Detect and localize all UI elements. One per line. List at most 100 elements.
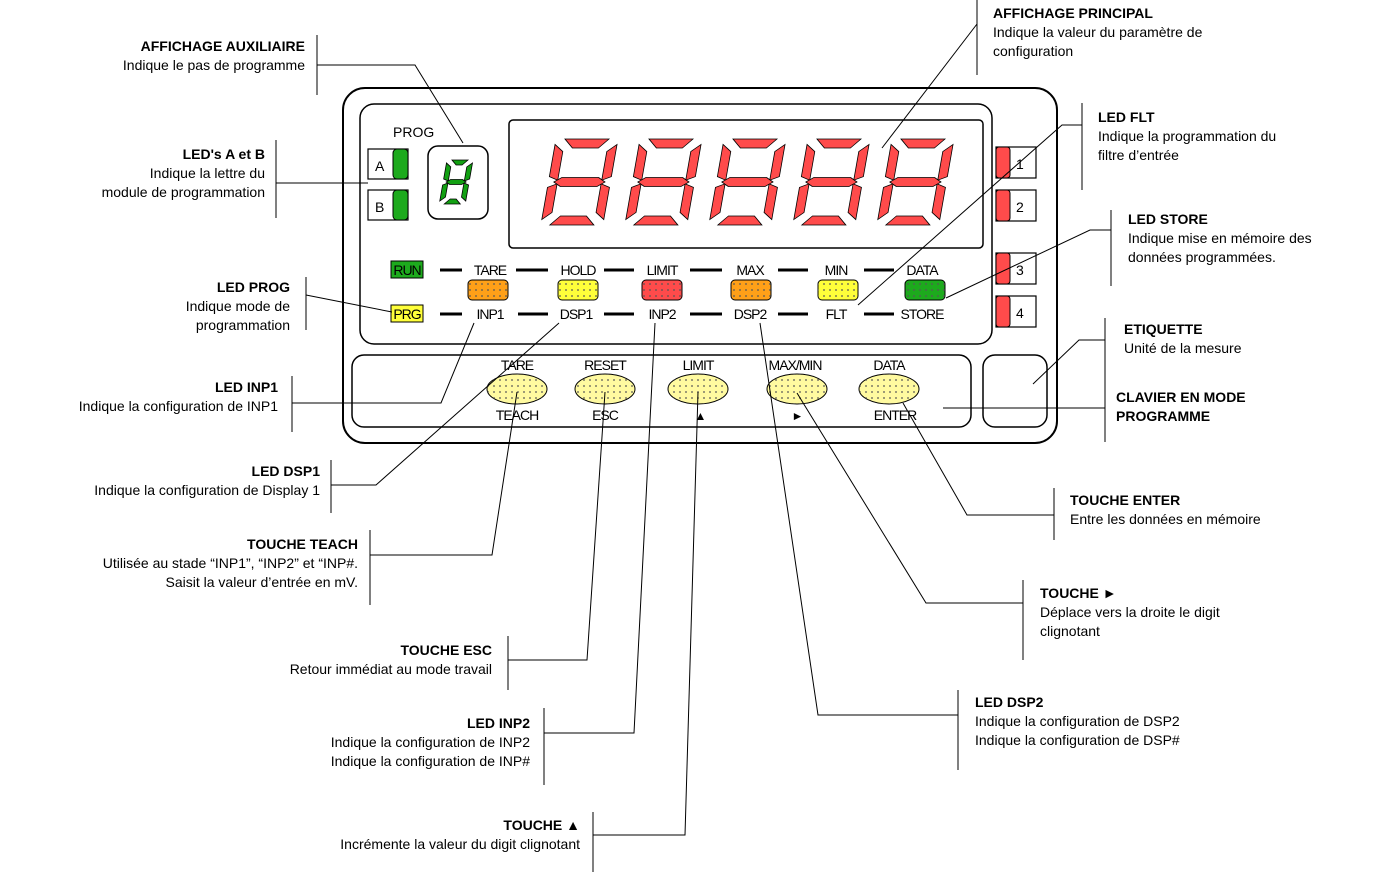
annotation-line: Entre les données en mémoire <box>1070 511 1261 527</box>
annotation-title: ETIQUETTE <box>1124 321 1203 337</box>
annotation-title-line2: PROGRAMME <box>1116 408 1211 424</box>
led-run <box>390 260 424 279</box>
annotation-leds-ab: LED's A et B Indique la lettre du module… <box>20 145 265 202</box>
annotation-title: LED FLT <box>1098 109 1155 125</box>
annotation-line: configuration <box>993 43 1074 59</box>
annotation-title: TOUCHE TEACH <box>247 536 358 552</box>
annotation-title: LED STORE <box>1128 211 1208 227</box>
aux-display-digit <box>439 159 474 205</box>
label-store: STORE <box>901 306 945 322</box>
main-digit <box>625 138 702 226</box>
annotation-line: Indique mode de <box>185 298 290 314</box>
key-top-data: DATA <box>873 357 906 373</box>
annotation-title: CLAVIER EN MODE <box>1116 389 1246 405</box>
annotation-led-dsp1: LED DSP1 Indique la configuration de Dis… <box>0 462 320 500</box>
label-min: MIN <box>825 262 848 278</box>
annotation-main: AFFICHAGE PRINCIPAL Indique la valeur du… <box>993 4 1323 61</box>
prog-label: PROG <box>393 124 434 140</box>
aux-digit <box>439 159 474 205</box>
label-inp2: INP2 <box>648 306 676 322</box>
side-button-4: 4 <box>1016 305 1024 321</box>
annotation-line: Saisit la valeur d’entrée en mV. <box>165 574 358 590</box>
annotation-etiquette: ETIQUETTE Unité de la mesure <box>1124 320 1354 358</box>
top-row-dashes <box>440 268 894 316</box>
side-button-2: 2 <box>1016 199 1024 215</box>
run-label: RUN <box>393 262 420 278</box>
annotation-line: Indique la configuration de INP2 <box>330 734 530 750</box>
annotation-title: LED DSP2 <box>975 694 1044 710</box>
annotation-touche-right: TOUCHE ► Déplace vers la droite le digit… <box>1040 584 1300 641</box>
label-tare: TARE <box>474 262 507 278</box>
annotation-line: clignotant <box>1040 623 1100 639</box>
annotation-line: module de programmation <box>101 184 265 200</box>
annotation-line: Indique la configuration de DSP2 <box>975 713 1180 729</box>
annotation-title: LED INP1 <box>214 379 278 395</box>
label-max: MAX <box>736 262 765 278</box>
annotation-line: Indique la valeur du paramètre de <box>993 24 1203 40</box>
main-digit <box>877 138 954 226</box>
led-prg <box>390 304 424 323</box>
keypad-frame <box>351 354 972 428</box>
annotation-line: Indique la configuration de INP# <box>330 753 530 769</box>
annotation-aux: AFFICHAGE AUXILIAIRE Indique le pas de p… <box>60 37 305 75</box>
leader-lines <box>275 0 1112 872</box>
key-bottom-right: ► <box>792 409 803 423</box>
annotation-line: Indique la configuration de Display 1 <box>94 482 320 498</box>
label-flt: FLT <box>826 306 848 322</box>
label-data: DATA <box>906 262 939 278</box>
led-b-label: B <box>375 199 384 215</box>
side-button-1: 1 <box>1016 156 1024 172</box>
annotation-led-inp2: LED INP2 Indique la configuration de INP… <box>180 714 530 771</box>
annotation-line: Indique la programmation du <box>1098 128 1277 144</box>
annotation-title: TOUCHE ▲ <box>503 817 580 833</box>
annotation-line: Retour immédiat au mode travail <box>289 661 492 677</box>
annotation-line: programmation <box>195 317 290 333</box>
annotation-line: Indique mise en mémoire des <box>1128 230 1312 246</box>
key-bottom-esc: ESC <box>592 407 619 423</box>
key-bottom-enter: ENTER <box>874 407 917 423</box>
annotation-line: Indique la configuration de DSP# <box>975 732 1180 748</box>
label-hold: HOLD <box>561 262 597 278</box>
side-buttons <box>995 146 1037 328</box>
annotation-led-store: LED STORE Indique mise en mémoire des do… <box>1128 210 1390 267</box>
key-bottom-up: ▲ <box>695 409 706 423</box>
annotation-line: filtre d’entrée <box>1098 147 1179 163</box>
main-digit <box>793 138 870 226</box>
annotation-clavier: CLAVIER EN MODE PROGRAMME <box>1116 388 1346 426</box>
key-top-maxmin: MAX/MIN <box>769 357 822 373</box>
annotation-title: LED INP2 <box>466 715 530 731</box>
led-a-label: A <box>375 158 385 174</box>
label-dsp1: DSP1 <box>560 306 594 322</box>
annotation-title: TOUCHE ENTER <box>1070 492 1181 508</box>
annotation-title: LED's A et B <box>182 146 265 162</box>
label-dsp2: DSP2 <box>734 306 768 322</box>
prg-label: PRG <box>393 306 420 322</box>
annotation-led-inp1: LED INP1 Indique la configuration de INP… <box>0 378 278 416</box>
annotation-line: Indique le pas de programme <box>122 57 305 73</box>
key-top-tare: TARE <box>501 357 534 373</box>
label-window <box>982 354 1048 428</box>
annotation-led-dsp2: LED DSP2 Indique la configuration de DSP… <box>975 693 1275 750</box>
annotation-line: Unité de la mesure <box>1124 340 1242 356</box>
annotation-led-prog: LED PROG Indique mode de programmation <box>60 278 290 335</box>
main-digit <box>541 138 618 226</box>
key-bottom-teach: TEACH <box>496 407 538 423</box>
annotation-line: Déplace vers la droite le digit <box>1040 604 1220 620</box>
annotation-line: Incrémente la valeur du digit clignotant <box>340 836 580 852</box>
annotation-line: Indique la lettre du <box>149 165 265 181</box>
led-a <box>392 148 409 180</box>
annotation-touche-teach: TOUCHE TEACH Utilisée au stade “INP1”, “… <box>0 535 358 592</box>
side-button-3: 3 <box>1016 262 1024 278</box>
annotation-line: Indique la configuration de INP1 <box>78 398 278 414</box>
annotation-touche-enter: TOUCHE ENTER Entre les données en mémoir… <box>1070 491 1330 529</box>
led-b <box>392 189 409 221</box>
annotation-title: AFFICHAGE AUXILIAIRE <box>140 38 305 54</box>
annotation-title: TOUCHE ► <box>1040 585 1117 601</box>
annotation-title: LED PROG <box>216 279 290 295</box>
annotation-touche-esc: TOUCHE ESC Retour immédiat au mode trava… <box>180 641 492 679</box>
key-top-reset: RESET <box>584 357 627 373</box>
main-display-digits <box>541 138 954 226</box>
annotation-title: LED DSP1 <box>251 463 320 479</box>
annotation-touche-up: TOUCHE ▲ Incrémente la valeur du digit c… <box>220 816 580 854</box>
key-top-limit: LIMIT <box>683 357 715 373</box>
